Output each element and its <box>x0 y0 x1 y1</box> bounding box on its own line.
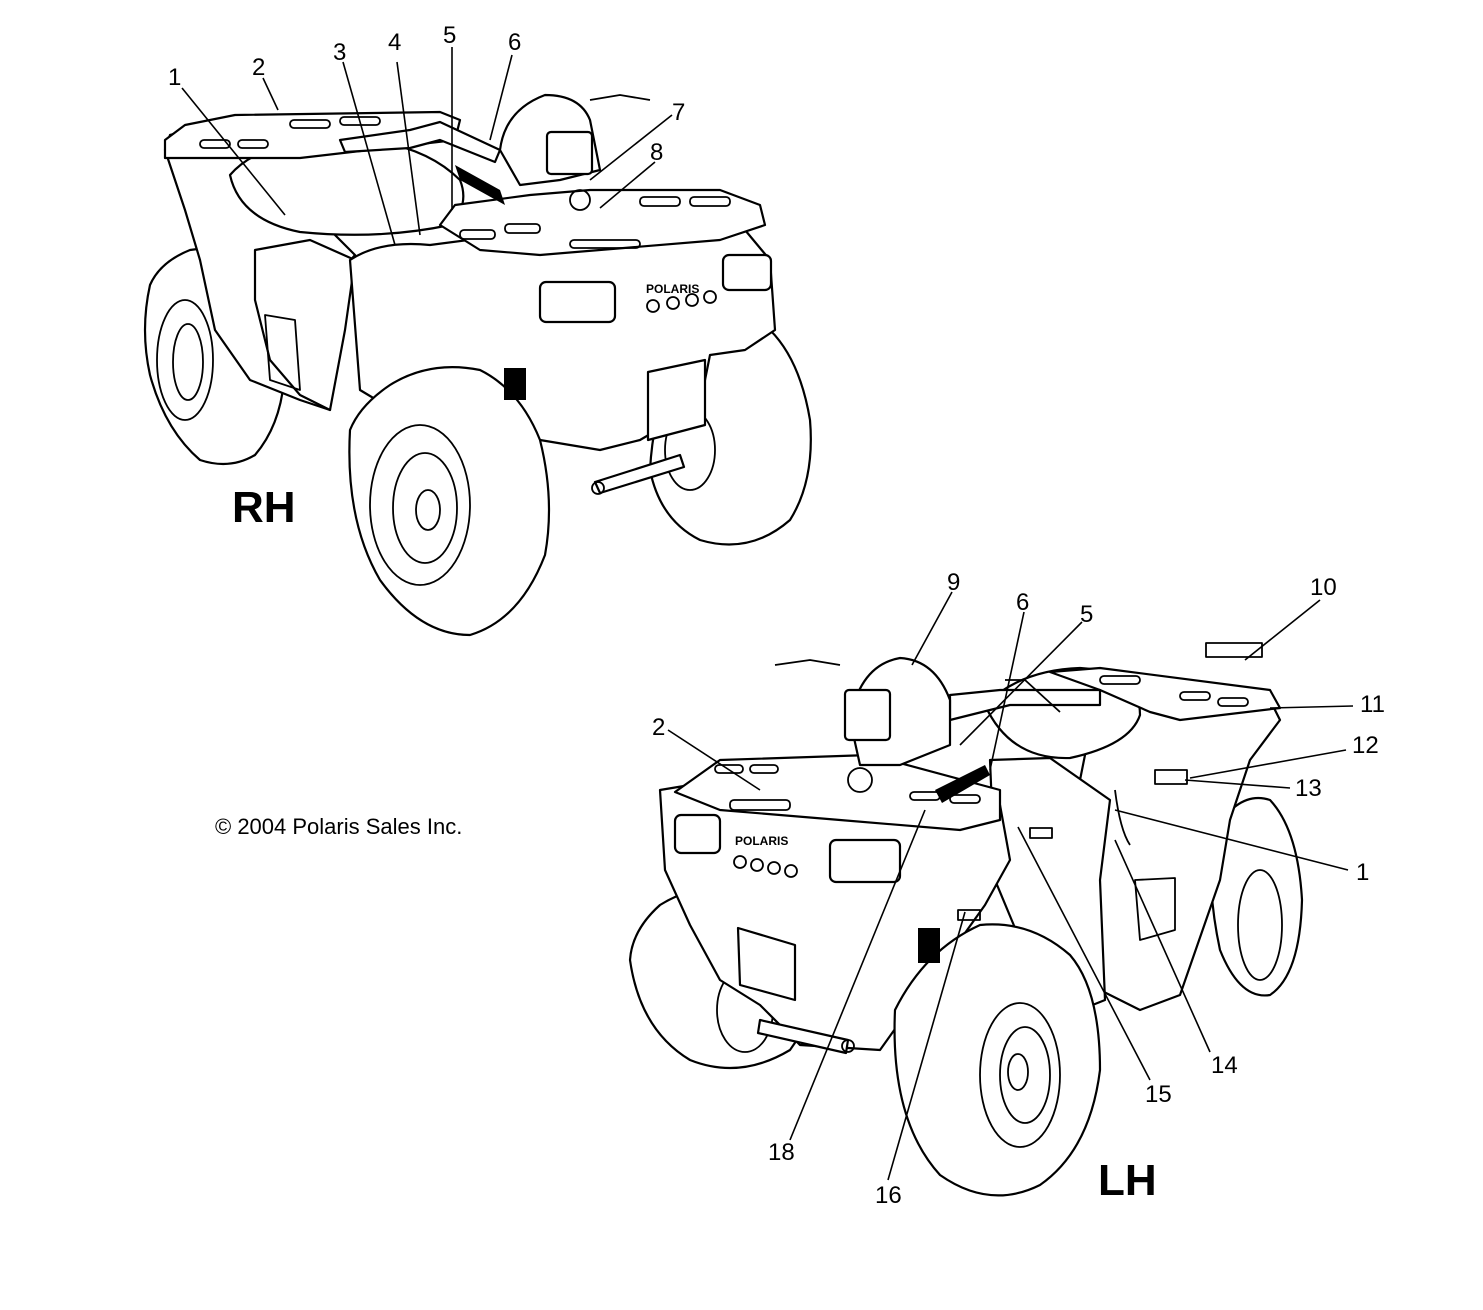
lh-view-label: LH <box>1098 1156 1157 1205</box>
rh-nose-emblem: POLARIS <box>646 282 717 313</box>
rh-brand-text: POLARIS <box>646 282 699 296</box>
callout-lh-10: 10 <box>1310 574 1337 601</box>
lh-decal-15 <box>1029 827 1053 839</box>
callout-lh-15: 15 <box>1145 1081 1172 1108</box>
lh-brand-text: POLARIS <box>735 834 788 848</box>
lh-vent-grille <box>935 765 990 803</box>
lh-decal-10 <box>1205 642 1263 658</box>
lh-grille <box>736 926 797 1002</box>
callout-lh-2: 2 <box>652 714 665 741</box>
rh-view-label: RH <box>232 483 296 532</box>
callout-rh-6: 6 <box>508 29 521 56</box>
rh-right-headlight <box>721 253 773 292</box>
rh-bumper-tube <box>593 453 686 495</box>
rh-callouts: 1 2 3 4 5 6 7 8 <box>168 22 685 166</box>
rh-front-rack <box>438 188 767 257</box>
atv-rh-view: POLARIS RH <box>143 93 812 637</box>
lh-rear-rack <box>1048 666 1282 722</box>
lh-callouts: 9 6 5 10 11 12 13 1 2 14 15 18 16 <box>652 569 1385 1209</box>
callout-lh-16: 16 <box>875 1182 902 1209</box>
lh-decal-12 <box>1154 769 1188 785</box>
rh-side-panel <box>253 238 357 412</box>
lh-right-headlight <box>828 838 902 884</box>
callout-rh-4: 4 <box>388 29 401 56</box>
rh-shock <box>504 368 526 400</box>
rh-grille <box>646 358 707 442</box>
rh-handlebar <box>338 93 651 211</box>
callout-lh-1: 1 <box>1356 859 1369 886</box>
callout-rh-7: 7 <box>672 99 685 126</box>
rh-left-headlight <box>538 280 617 324</box>
callout-lh-5: 5 <box>1080 601 1093 628</box>
lh-rear-far-wheel <box>1209 796 1304 997</box>
lh-left-headlight <box>673 813 722 855</box>
lh-handlebar <box>774 656 1102 793</box>
rh-leader-lines <box>181 47 673 246</box>
callout-lh-18: 18 <box>768 1139 795 1166</box>
callout-rh-3: 3 <box>333 39 346 66</box>
rh-vent-grille <box>455 165 505 205</box>
callout-rh-5: 5 <box>443 22 456 49</box>
atv-lh-view: POLARIS <box>628 642 1304 1205</box>
lh-front-near-wheel <box>893 923 1102 1197</box>
lh-shock <box>918 928 940 963</box>
callout-rh-1: 1 <box>168 64 181 91</box>
rh-front-near-wheel <box>348 366 551 637</box>
callout-lh-9: 9 <box>947 569 960 596</box>
callout-rh-8: 8 <box>650 139 663 166</box>
lh-front-rack <box>673 753 1002 832</box>
callout-lh-6: 6 <box>1016 589 1029 616</box>
callout-lh-13: 13 <box>1295 775 1322 802</box>
lh-leader-lines <box>667 591 1354 1181</box>
callout-rh-2: 2 <box>252 54 265 81</box>
callout-lh-12: 12 <box>1352 732 1379 759</box>
lh-decal-16 <box>957 909 981 921</box>
lh-bumper-tube <box>756 1018 850 1055</box>
lh-nose-emblem: POLARIS <box>733 834 798 878</box>
callout-lh-14: 14 <box>1211 1052 1238 1079</box>
copyright-notice: © 2004 Polaris Sales Inc. <box>215 814 462 839</box>
callout-lh-11: 11 <box>1360 691 1385 718</box>
